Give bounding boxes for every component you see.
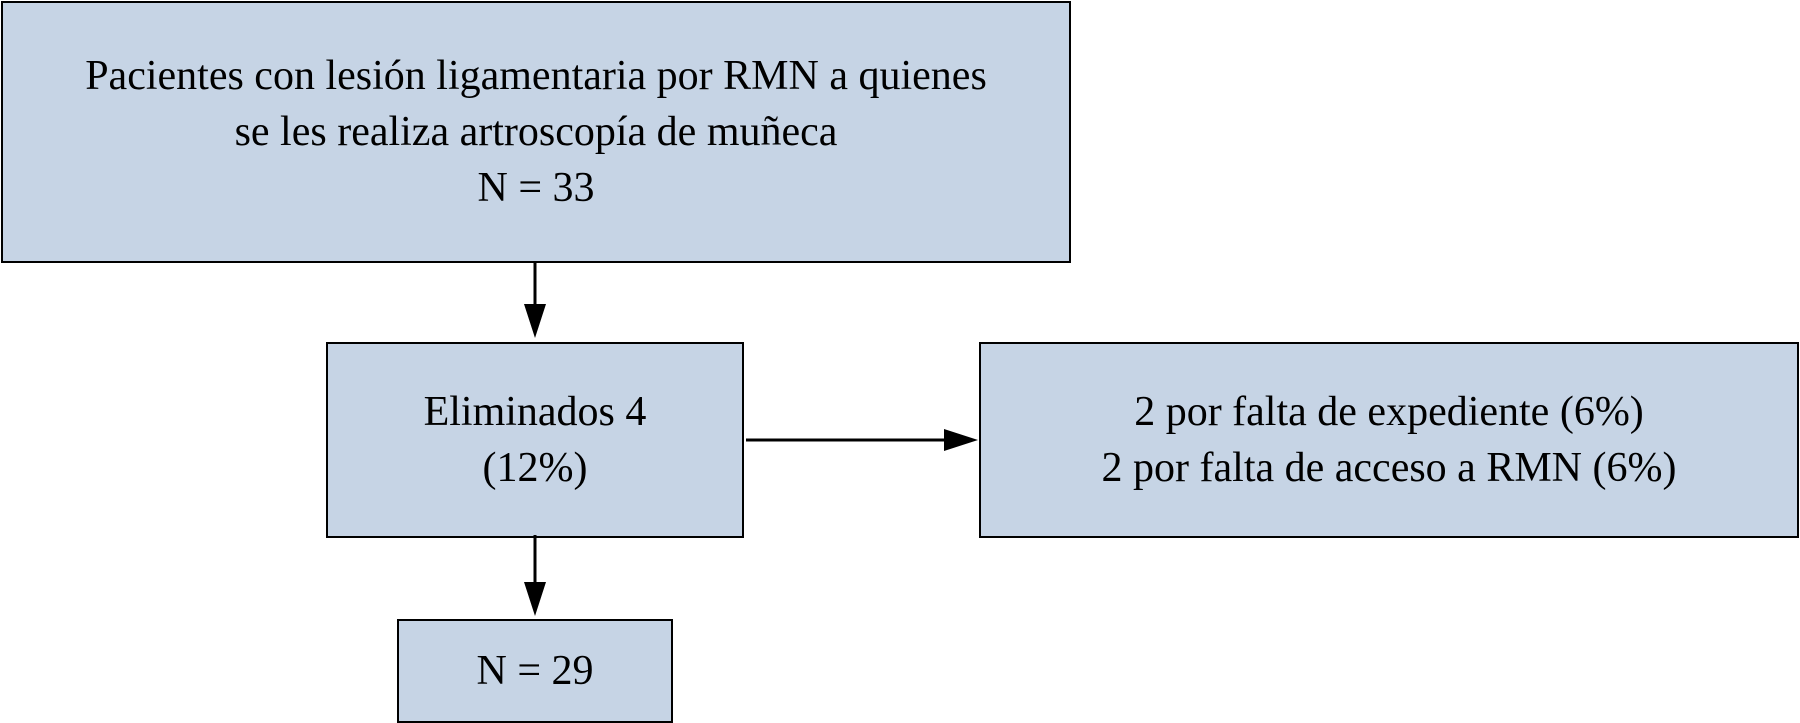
eliminated-box: Eliminados 4 (12%): [326, 342, 744, 538]
final-sample-box: N = 29: [397, 619, 673, 723]
enrolled-patients-count: N = 33: [477, 165, 595, 211]
reason-missing-record: 2 por falta de expediente (6%): [1134, 389, 1644, 435]
enrolled-patients-line-2: se les realiza artroscopía de muñeca: [234, 109, 838, 155]
enrolled-patients-box: Pacientes con lesión ligamentaria por RM…: [1, 1, 1071, 263]
reason-no-mri-access: 2 por falta de acceso a RMN (6%): [1101, 445, 1677, 491]
arrowhead-eliminated-to-final: [524, 582, 546, 616]
final-sample-count: N = 29: [476, 648, 594, 694]
enrolled-patients-line-1: Pacientes con lesión ligamentaria por RM…: [85, 53, 987, 99]
arrowhead-eliminated-to-reasons: [944, 429, 978, 451]
arrowhead-top-to-eliminated: [524, 304, 546, 338]
eliminated-percent: (12%): [482, 445, 588, 491]
eliminated-label: Eliminados 4: [423, 389, 647, 435]
exclusion-reasons-box: 2 por falta de expediente (6%) 2 por fal…: [979, 342, 1799, 538]
